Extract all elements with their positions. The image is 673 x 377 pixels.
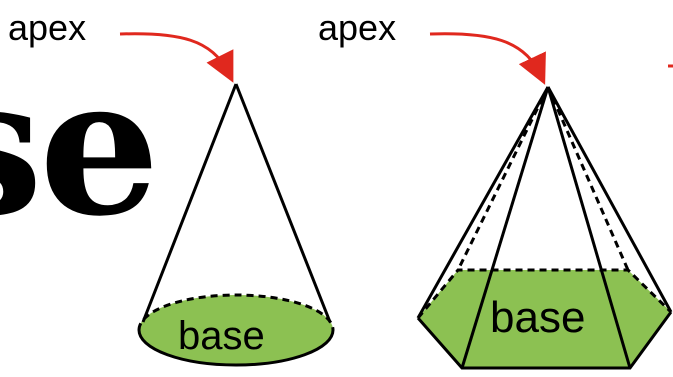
apex-arrow-left [119,32,234,83]
cone-base-front-edge [137,329,335,367]
pyramid-edge-front-right [546,86,632,369]
pyramid-edge-front-left [460,86,550,369]
apex-label-pyramid: apex [318,7,397,48]
pyramid-edge-far-left [416,86,550,319]
cone-right-side [234,83,332,323]
pyramid-shape [416,86,673,370]
cone-left-side [141,83,238,323]
large-word-fragment: se [0,35,160,258]
pyramid-hidden-edge-right [546,86,630,271]
pyramid-base-front-edge [416,311,673,370]
base-label-pyramid: base [490,293,586,342]
apex-label-cone: apex [8,7,87,48]
pyramid-edge-far-right [546,86,673,313]
cone-base-back-edge [137,293,335,331]
pyramid-base-back-edge [416,268,673,319]
apex-arrow-right [429,32,546,85]
cone-shape [137,83,335,367]
cone-base-ellipse [139,295,333,365]
base-label-cone: base [178,314,265,358]
pyramid-hidden-edge-left [456,86,550,271]
